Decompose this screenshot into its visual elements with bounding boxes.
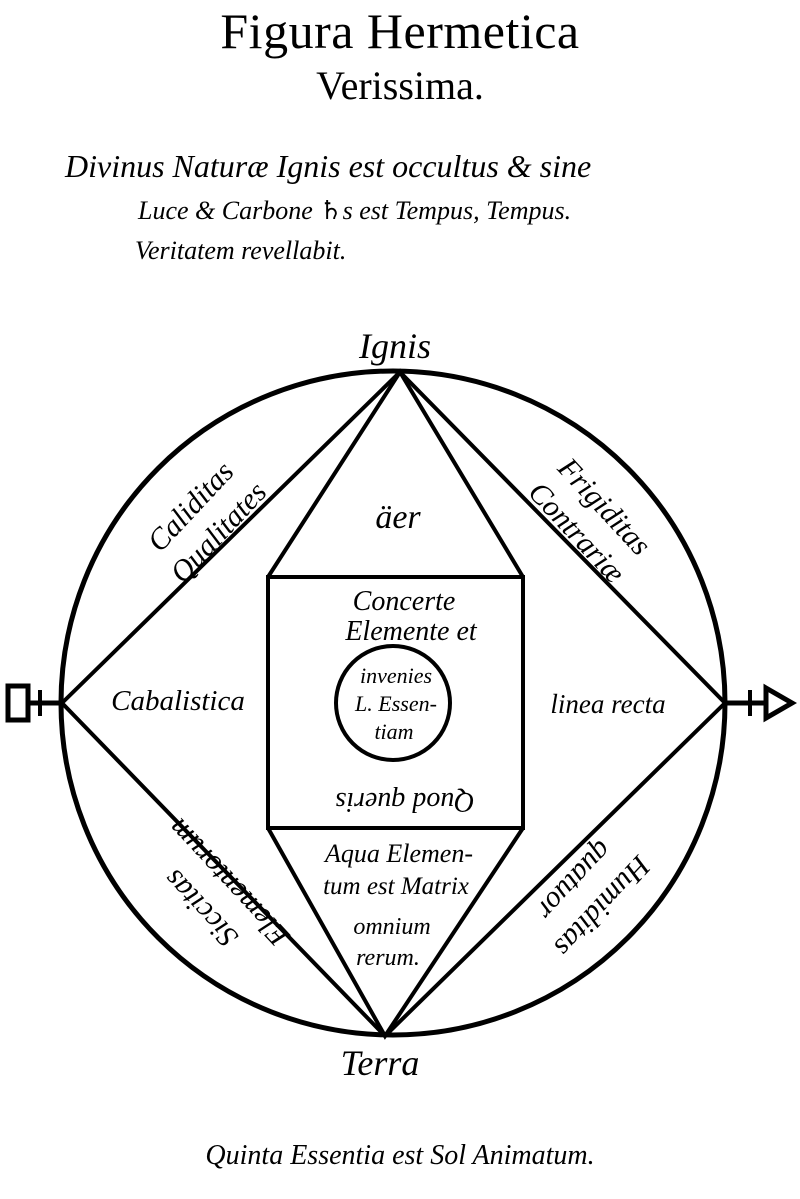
label-tiam: tiam	[374, 719, 413, 744]
lower-triangle	[266, 826, 525, 1040]
label-linea-recta: linea recta	[550, 689, 665, 719]
label-omnium: omnium	[353, 914, 430, 940]
upper-right-quadrant-label: Frigiditas Contrariæ	[522, 451, 657, 590]
label-quod-queris: Quod queris	[335, 786, 474, 817]
left-symbol-icon	[5, 683, 62, 723]
motto-line-2: Luce & Carbone ♄s est Tempus, Tempus.	[138, 196, 572, 225]
label-cabalistica: Cabalistica	[111, 685, 245, 717]
page-subtitle: Verissima.	[316, 63, 484, 108]
label-rerum: rerum.	[356, 945, 420, 971]
label-tum-est-matrix: tum est Matrix	[323, 873, 469, 900]
lower-right-quadrant-label: Humiditas quatuor	[530, 834, 658, 963]
label-aqua-elemen: Aqua Elemen-	[323, 839, 473, 868]
right-symbol-icon	[725, 683, 798, 723]
footer-caption: Quinta Essentia est Sol Animatum.	[205, 1140, 595, 1171]
label-terra: Terra	[341, 1043, 420, 1083]
central-square	[266, 575, 525, 830]
square-bottom-label: Quod queris	[335, 786, 474, 817]
label-ignis: Ignis	[358, 326, 431, 366]
label-elemente-et: Elemente et	[344, 616, 478, 647]
label-invenies: invenies	[360, 663, 432, 688]
motto-line-1: Divinus Naturæ Ignis est occultus & sine	[65, 148, 592, 184]
page-title: Figura Hermetica	[220, 3, 580, 59]
label-aer: äer	[375, 499, 421, 536]
label-concerte: Concerte	[353, 586, 456, 617]
upper-triangle	[266, 368, 525, 579]
label-essentiam: L. Essen-	[354, 691, 437, 716]
inner-circle	[334, 644, 452, 762]
motto-line-3: Veritatem revellabit.	[135, 236, 347, 265]
